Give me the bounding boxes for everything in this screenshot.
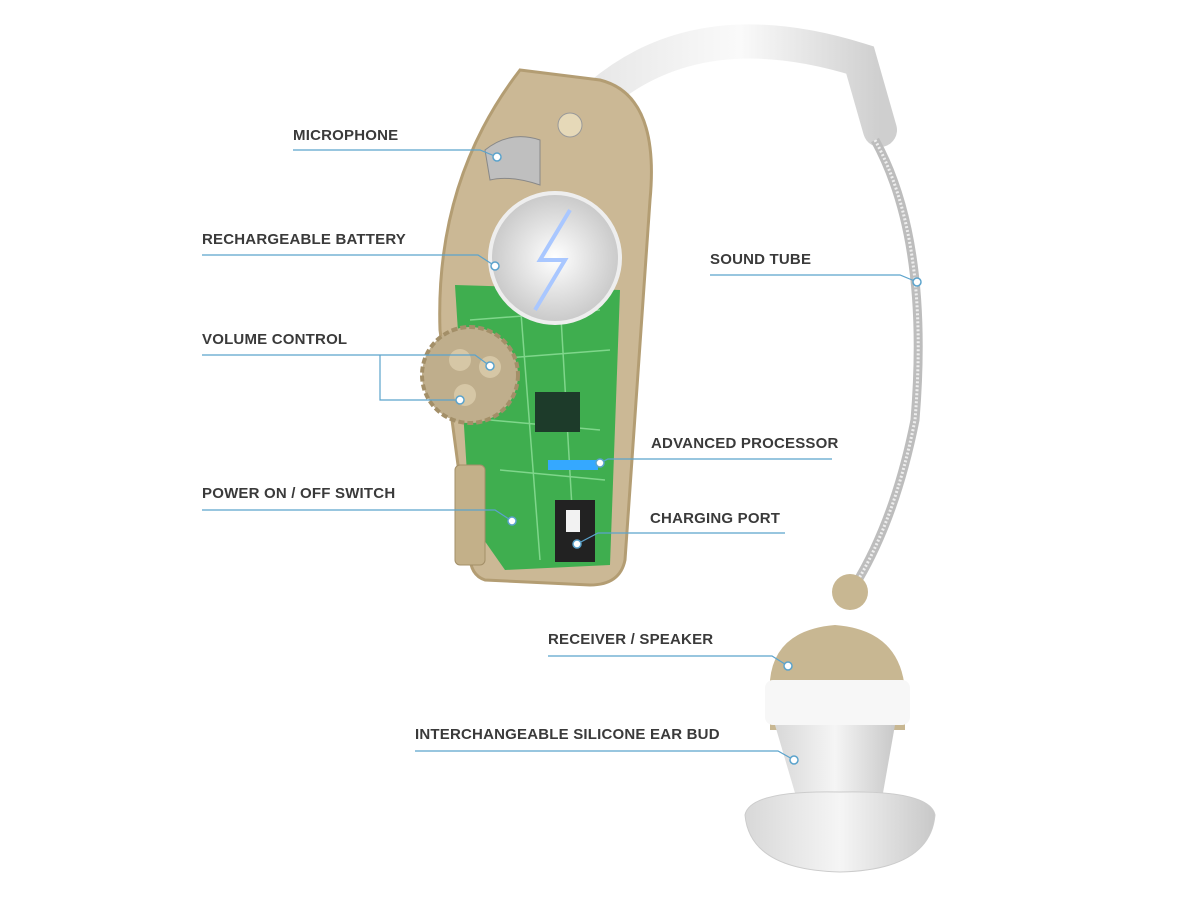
microphone-shape	[484, 136, 541, 186]
volume-wheel	[420, 325, 520, 425]
ear-hook	[583, 24, 897, 147]
label-charging-port: CHARGING PORT	[650, 510, 781, 527]
receiver-knob	[832, 574, 868, 610]
leader-dots	[455, 152, 922, 765]
leader-tube	[710, 274, 918, 283]
leader-charging	[576, 532, 785, 545]
label-microphone: MICROPHONE	[293, 127, 399, 144]
leader-receiver	[548, 655, 789, 667]
power-switch	[454, 464, 486, 566]
label-receiver-speaker: RECEIVER / SPEAKER	[548, 631, 714, 648]
label-rechargeable-battery: RECHARGEABLE BATTERY	[202, 231, 407, 248]
ear-bud-tip	[744, 791, 936, 873]
label-ear-bud: INTERCHANGEABLE SILICONE EAR BUD	[415, 726, 720, 743]
leader-battery	[202, 254, 496, 267]
leader-processor	[599, 458, 832, 464]
label-sound-tube: SOUND TUBE	[710, 251, 812, 268]
leader-power	[202, 509, 513, 522]
label-advanced-processor: ADVANCED PROCESSOR	[651, 435, 839, 452]
leader-earbud	[415, 750, 795, 761]
label-volume-control: VOLUME CONTROL	[202, 331, 348, 348]
processor-led	[548, 460, 598, 470]
leader-lines	[202, 149, 918, 761]
leader-volume	[202, 354, 491, 401]
ear-bud-stem	[775, 725, 895, 810]
leader-microphone	[293, 149, 498, 158]
processor-chip	[535, 392, 580, 432]
label-power-switch: POWER ON / OFF SWITCH	[202, 485, 396, 502]
